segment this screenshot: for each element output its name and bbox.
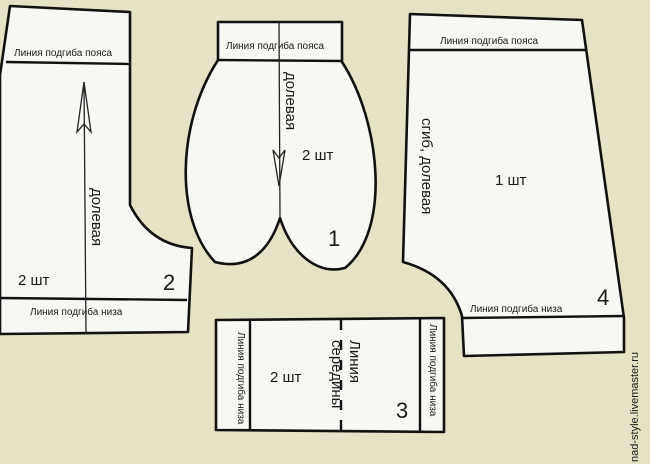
piece-4-number: 4 (597, 285, 609, 310)
pattern-piece-1: Линия подгиба пояса долевая 2 шт 1 (184, 20, 377, 271)
piece-1-grain-line (278, 21, 281, 219)
piece-3-right-label: Линия подгиба низа (427, 324, 439, 417)
piece-3-left-label: Линия подгиба низа (235, 332, 247, 425)
piece-2-bottom-label: Линия подгиба низа (30, 306, 123, 318)
piece-2-count: 2 шт (18, 272, 50, 289)
piece-3-outline (214, 316, 446, 434)
piece-2-waist-fold-line (5, 60, 131, 66)
piece-4-bottom-label: Линия подгиба низа (470, 303, 563, 315)
piece-4-top-label: Линия подгиба пояса (440, 35, 539, 47)
piece-4-side-label: сгиб, долевая (418, 118, 435, 214)
watermark: nad-style.livemaster.ru (629, 352, 641, 462)
piece-1-top-label: Линия подгиба пояса (226, 40, 325, 52)
piece-1-grain-arrow-icon (272, 149, 286, 187)
piece-2-top-label: Линия подгиба пояса (14, 47, 113, 59)
pattern-piece-3: Линия подгиба низа 2 шт Линия середины 3… (214, 316, 446, 434)
piece-4-hem-fold-line (461, 314, 625, 320)
piece-4-count: 1 шт (495, 172, 527, 189)
piece-3-number: 3 (396, 398, 408, 423)
piece-4-outline (401, 12, 626, 358)
piece-2-grain-label: долевая (88, 188, 105, 246)
piece-3-middle-label-1: Линия (346, 340, 363, 383)
piece-3-count: 2 шт (270, 369, 302, 386)
piece-1-outline (184, 20, 377, 271)
piece-3-middle-label-2: середины (328, 340, 345, 408)
piece-1-count: 2 шт (302, 147, 334, 164)
pattern-piece-4: Линия подгиба пояса сгиб, долевая 1 шт 4… (401, 12, 626, 358)
piece-2-number: 2 (163, 270, 175, 295)
piece-1-grain-label: долевая (282, 72, 299, 130)
piece-2-hem-fold-line (0, 296, 188, 302)
piece-2-outline (0, 4, 194, 336)
piece-1-number: 1 (328, 226, 340, 251)
piece-1-waist-fold-line (217, 58, 343, 63)
pattern-piece-2: Линия подгиба пояса долевая 2 шт 2 Линия… (0, 4, 194, 336)
piece-2-grain-arrow-icon (76, 81, 92, 135)
